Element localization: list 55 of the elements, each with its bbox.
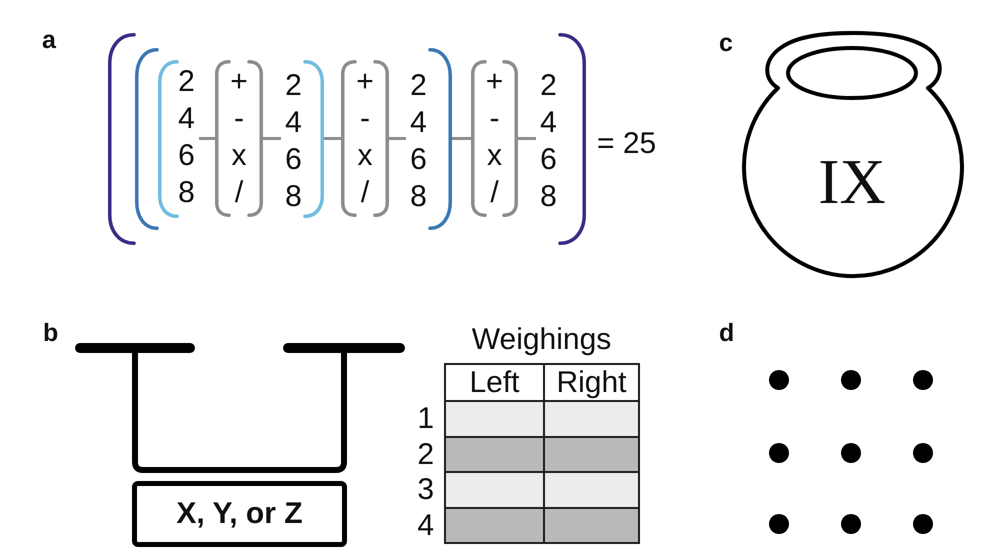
bracket-pair (215, 60, 263, 217)
operator-symbol: + (230, 64, 248, 98)
number: 4 (540, 106, 557, 139)
bracket-pair (471, 60, 518, 217)
roman-numeral: IX (818, 150, 886, 214)
number: 6 (178, 139, 195, 172)
operator-symbol: x (232, 139, 246, 172)
number: 4 (285, 106, 302, 139)
operator-symbol: / (234, 176, 244, 210)
column-header: Right (543, 363, 640, 402)
connector-line (452, 137, 471, 140)
number: 2 (285, 68, 302, 102)
bracket-pair (158, 60, 324, 218)
panel-label: d (719, 321, 734, 346)
row-number: 3 (417, 472, 434, 508)
number: 4 (178, 102, 195, 135)
number: 4 (410, 106, 427, 139)
row-number: 4 (417, 508, 434, 543)
operator-symbol: - (360, 102, 370, 135)
operator-symbol: x (358, 139, 372, 172)
connector-line (389, 137, 406, 140)
bracket-pair (135, 48, 452, 230)
pot (741, 31, 965, 280)
panel-label: b (43, 321, 58, 346)
row-number: 1 (417, 401, 434, 436)
number: 2 (410, 68, 427, 102)
connector-line (324, 137, 341, 140)
base-box: X, Y, or Z (132, 481, 347, 547)
panel-label: c (719, 31, 733, 56)
number: 8 (410, 180, 427, 214)
number: 8 (540, 180, 557, 214)
connector-line (199, 137, 215, 140)
number: 2 (540, 68, 557, 102)
table-title: Weighings (472, 325, 612, 355)
operator-symbol: + (486, 64, 504, 98)
operator-symbol: - (490, 102, 500, 135)
connector-line (263, 137, 281, 140)
operator-symbol: x (487, 139, 502, 172)
bracket-pair (341, 60, 389, 217)
number: 6 (410, 143, 427, 176)
number: 8 (285, 180, 302, 214)
panel-label: a (42, 28, 56, 53)
operator-symbol: - (234, 102, 244, 135)
number: 2 (178, 64, 195, 98)
operator-symbol: / (360, 176, 370, 210)
number: 8 (178, 176, 195, 210)
equation-result: = 25 (597, 129, 656, 159)
connector-line (518, 137, 536, 140)
bracket-pair (108, 33, 586, 245)
number: 6 (285, 143, 302, 176)
operator-symbol: / (490, 176, 499, 210)
column-header: Left (444, 363, 545, 402)
row-number: 2 (417, 436, 434, 472)
operator-symbol: + (356, 64, 374, 98)
number: 6 (540, 143, 557, 176)
